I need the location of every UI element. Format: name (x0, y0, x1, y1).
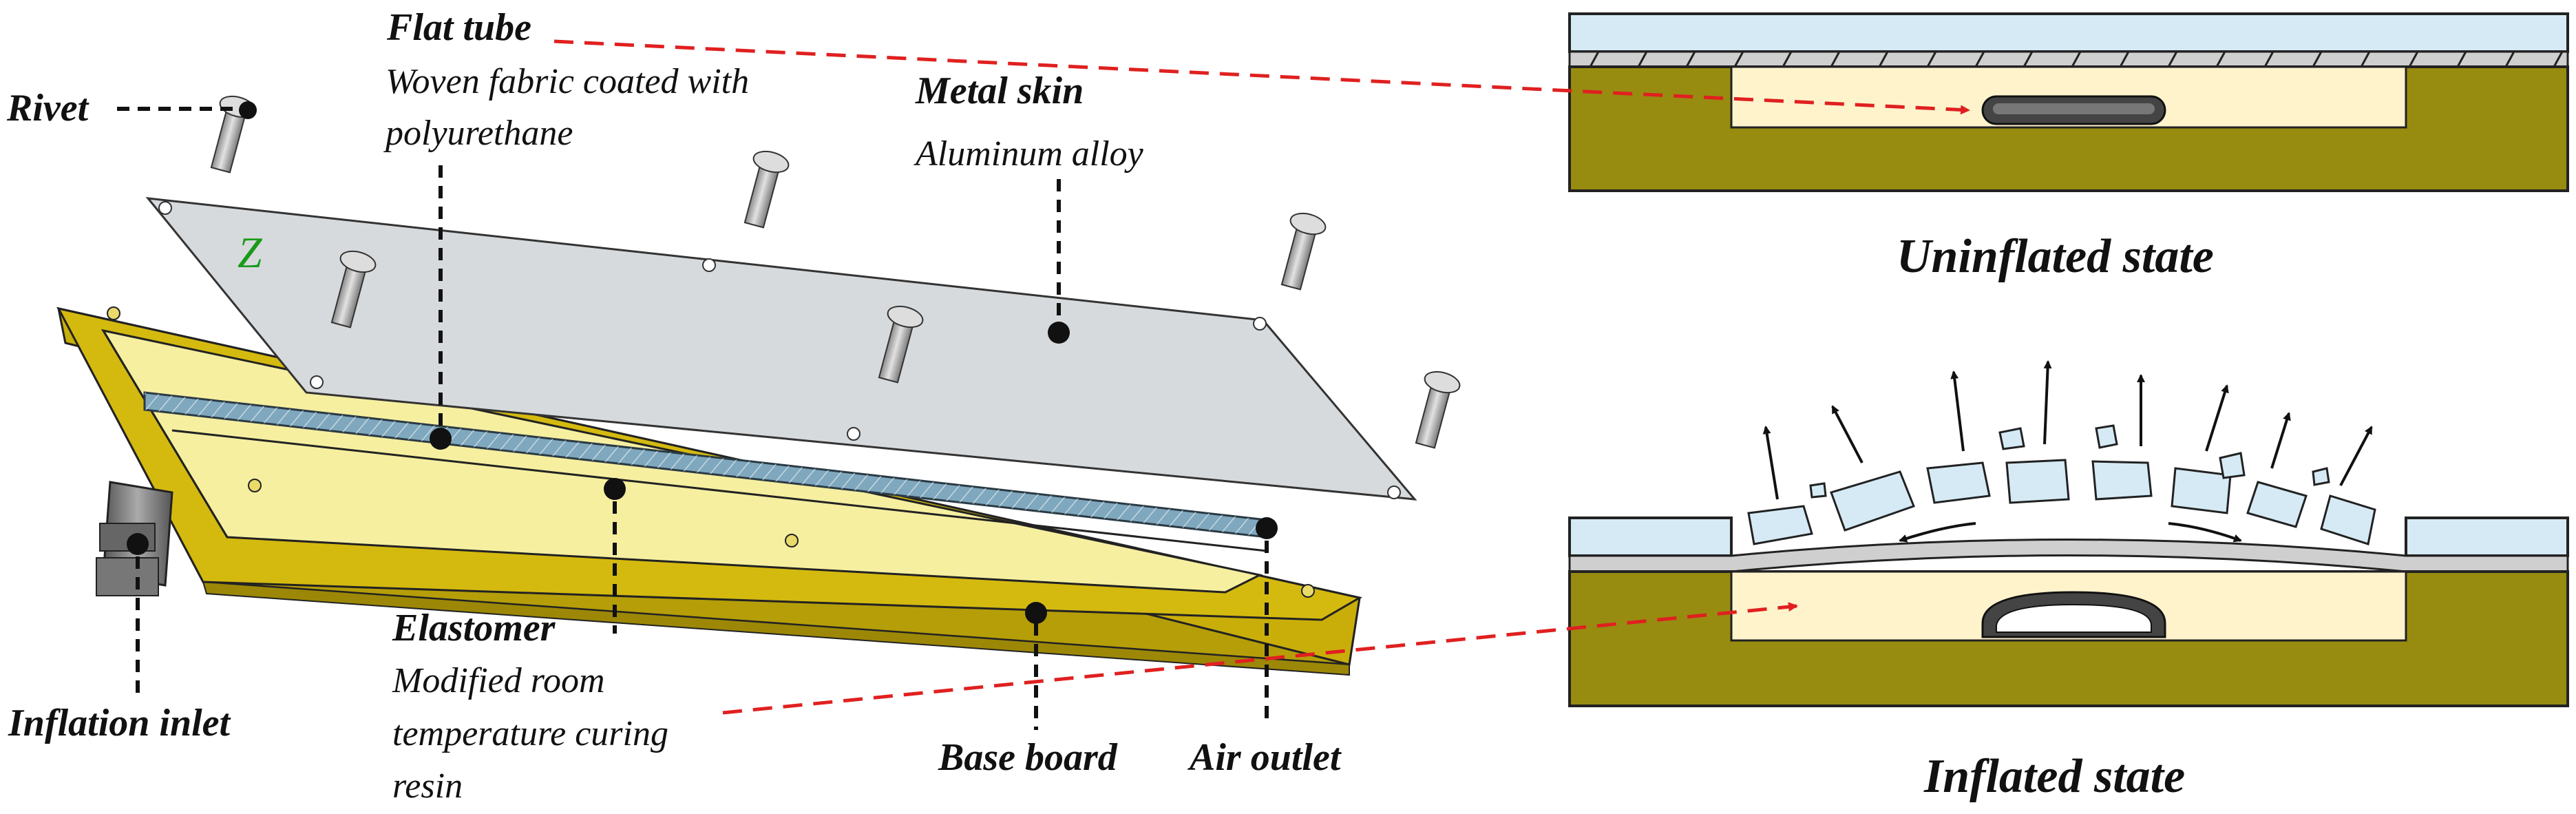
uninflated-state-caption: Uninflated state (1897, 230, 2214, 283)
uninflated-section: Uninflated state (1568, 12, 2569, 283)
elastomer-desc-line1: Modified room (392, 661, 605, 700)
flat-tube-label: Flat tube (386, 6, 531, 49)
rivet (878, 305, 924, 384)
leader-lines (117, 107, 1269, 730)
metal-skin-plate (145, 197, 1417, 501)
exploded-assembly: Z (6, 6, 1461, 806)
inflation-inlet-leader-dot (127, 533, 149, 555)
elastomer-desc-line3: resin (392, 766, 463, 806)
air-outlet-label: Air outlet (1187, 736, 1342, 779)
z-marker: Z (237, 228, 263, 277)
rivet (1280, 212, 1327, 291)
inflation-inlet-label: Inflation inlet (8, 702, 231, 744)
ice-fragments (1747, 424, 2376, 545)
rivet (1415, 371, 1461, 449)
elastomer-desc-line2: temperature curing (392, 714, 668, 753)
elastomer-label: Elastomer (392, 607, 556, 649)
rivet (743, 150, 790, 229)
rivet (330, 250, 377, 328)
inflated-state-caption: Inflated state (1923, 750, 2185, 803)
rivet-leader-dot (239, 101, 257, 119)
metal-skin-leader-dot (1048, 322, 1070, 344)
red-callout-arrows (553, 39, 1970, 715)
debris-arrows (1762, 360, 2373, 543)
flat-tube-desc-line2: polyurethane (383, 114, 573, 153)
inflated-section: Inflated state (1568, 360, 2569, 803)
base-board-leader-dot (1025, 602, 1047, 624)
air-outlet-leader-dot (1256, 517, 1278, 539)
rivet-label: Rivet (6, 87, 89, 129)
elastomer-strip (143, 391, 1268, 552)
flat-tube-desc-line1: Woven fabric coated with (386, 62, 749, 101)
flat-tube-leader-dot (430, 428, 452, 450)
metal-skin-label: Metal skin (915, 70, 1084, 112)
metal-skin-desc: Aluminum alloy (914, 134, 1144, 174)
base-board-label: Base board (938, 736, 1118, 779)
elastomer-leader-dot (604, 478, 626, 500)
